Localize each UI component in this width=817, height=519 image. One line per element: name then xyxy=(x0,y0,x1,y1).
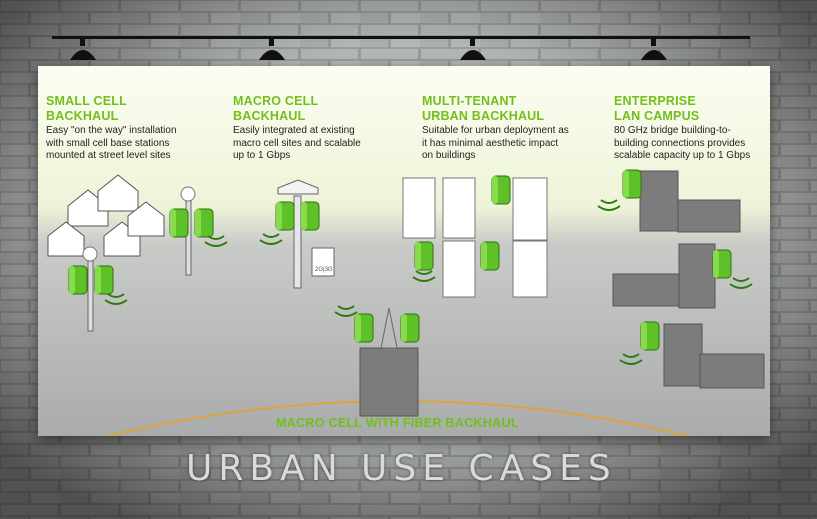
urban-illustration: 2G|3G xyxy=(47,169,765,436)
bottom-label: MACRO CELL WITH FIBER BACKHAUL xyxy=(276,416,519,430)
section-description: Easily integrated at existing macro cell… xyxy=(233,125,361,161)
lamp-rail xyxy=(52,36,750,39)
section-enterprise: ENTERPRISE LAN CAMPUS 80 GHz bridge buil… xyxy=(614,94,750,163)
section-title: SMALL CELL BACKHAUL xyxy=(46,94,127,123)
section-macro-cell: MACRO CELL BACKHAUL Easily integrated at… xyxy=(233,94,361,163)
footer-title: URBAN USE CASES xyxy=(186,448,617,489)
section-description: 80 GHz bridge building-to- building conn… xyxy=(614,125,751,161)
section-multi-tenant: MULTI-TENANT URBAN BACKHAUL Suitable for… xyxy=(422,94,569,163)
spotlight-icon xyxy=(641,38,667,60)
section-description: Suitable for urban deployment as it has … xyxy=(422,125,569,161)
spotlight-icon xyxy=(70,38,96,60)
section-title: MULTI-TENANT URBAN BACKHAUL xyxy=(422,94,545,123)
houses-icon xyxy=(47,174,165,257)
section-title: ENTERPRISE LAN CAMPUS xyxy=(614,94,700,123)
spotlight-icon xyxy=(259,38,285,60)
section-description: Easy "on the way" installation with smal… xyxy=(46,125,177,161)
section-title: MACRO CELL BACKHAUL xyxy=(233,94,319,123)
section-small-cell: SMALL CELL BACKHAUL Easy "on the way" in… xyxy=(46,94,177,163)
billboard: SMALL CELL BACKHAUL Easy "on the way" in… xyxy=(38,66,770,436)
svg-text:2G|3G: 2G|3G xyxy=(315,267,333,273)
spotlight-icon xyxy=(460,38,486,60)
